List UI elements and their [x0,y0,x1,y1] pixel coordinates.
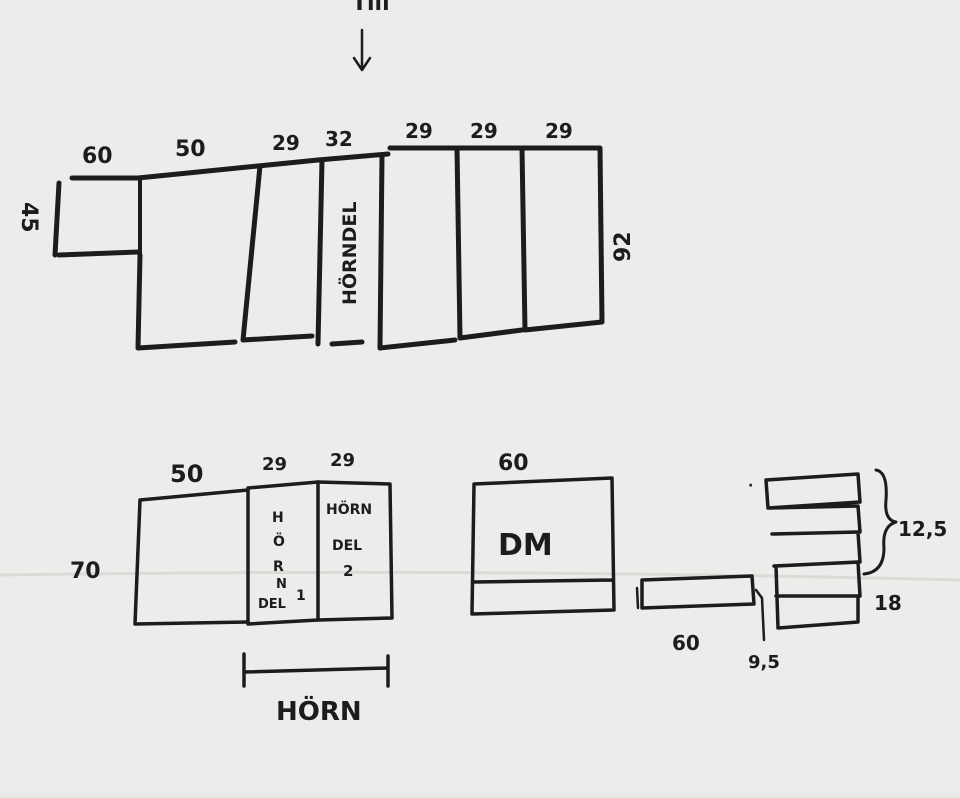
corner-part-2-outline [316,480,394,622]
dishwasher-label: DM [498,528,553,563]
dim-50: 50 [175,137,206,162]
corner-part-1-letter-4: N [276,577,287,592]
shelf-outline [640,574,756,610]
corner-part-2-line-1: HÖRN [326,500,372,518]
bottom-dim-70: 70 [70,559,101,584]
dim-29d: 29 [545,119,573,143]
cabinet-group-29-outline [377,145,605,351]
bottom-dim-50: 50 [170,460,203,488]
corner-part-2-line-3: 2 [343,562,353,580]
shelf-height: 9,5 [748,652,780,673]
corner-part-1-letter-2: Ö [273,532,285,550]
cabinet-29a-outline [240,157,321,343]
arrow-label: Till [352,0,390,16]
dim-29a: 29 [272,131,300,155]
bottom-dim-29a: 29 [262,454,287,475]
top-cabinet-row: Till HÖRNDEL 60 50 29 32 29 29 29 45 9 [16,0,636,351]
cabinet-50-outline [135,163,261,351]
bottom-dim-29b: 29 [330,450,355,471]
shelf-height-marker [635,586,766,642]
horn-bracket [242,652,390,688]
bottom-cabinet-50-outline [133,488,250,626]
corner-part-1-letter-3: R [273,559,284,575]
drawer-height: 12,5 [898,517,947,541]
corner-part-1-letter-1: H [272,510,284,526]
dim-45: 45 [16,202,41,233]
paper-fold [0,570,960,582]
bottom-cabinet-row: H Ö R N DEL 1 HÖRN DEL 2 50 29 29 70 HÖR… [70,450,947,727]
corner-part-1-outline [246,480,320,626]
corner-part-1-tail: DEL [258,597,286,612]
bottom-drawer-height: 18 [874,591,902,615]
small-box-outline [52,175,143,258]
corner-cabinet-outline [315,151,391,351]
dim-32: 32 [325,127,353,151]
drawer-stack-outline [764,472,862,630]
dishwasher-outline [470,476,616,616]
dishwasher-width: 60 [498,451,529,476]
dim-60: 60 [82,144,113,169]
drawer-brace [862,468,898,576]
down-arrow-icon [352,28,372,72]
shelf-width: 60 [672,631,700,655]
dim-92: 92 [611,231,636,262]
dim-29b: 29 [405,119,433,143]
corner-label: HÖRNDEL [337,202,361,305]
dim-29c: 29 [470,119,498,143]
drawer-dot: · [748,478,753,494]
corner-part-1-number: 1 [296,588,306,604]
horn-label: HÖRN [276,694,362,727]
corner-part-2-line-2: DEL [332,538,362,554]
